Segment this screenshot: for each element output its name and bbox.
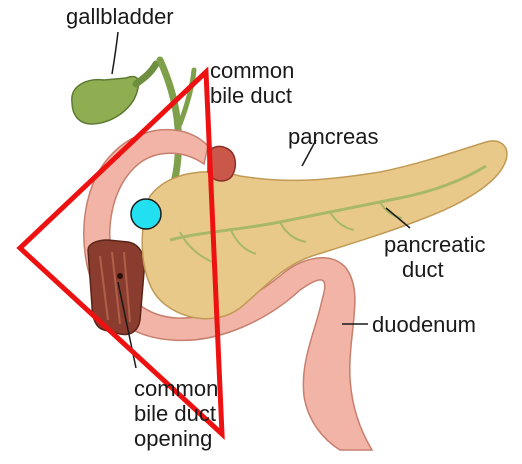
label-pancreas: pancreas (288, 124, 379, 149)
label-common-bile-duct-line1: common (210, 58, 294, 83)
label-gallbladder-text: gallbladder (66, 4, 174, 29)
cyan-marker-dot (131, 199, 161, 229)
label-opening-line1: common (134, 376, 218, 401)
label-opening-line2: bile duct (134, 401, 218, 426)
label-pancreas-text: pancreas (288, 124, 379, 149)
label-opening-line3: opening (134, 426, 218, 451)
label-gallbladder: gallbladder (66, 4, 174, 29)
label-common-bile-duct-line2: bile duct (210, 83, 294, 108)
gallbladder-organ (72, 64, 156, 124)
label-common-bile-duct: common bile duct (210, 58, 294, 108)
label-duodenum: duodenum (372, 312, 476, 337)
label-pancreatic-duct: pancreatic duct (384, 232, 486, 282)
leader-gallbladder (112, 32, 118, 74)
label-pancreatic-duct-line1: pancreatic (384, 232, 486, 257)
label-duodenum-text: duodenum (372, 312, 476, 337)
label-common-bile-duct-opening: common bile duct opening (134, 376, 218, 451)
label-pancreatic-duct-line2: duct (384, 257, 486, 282)
